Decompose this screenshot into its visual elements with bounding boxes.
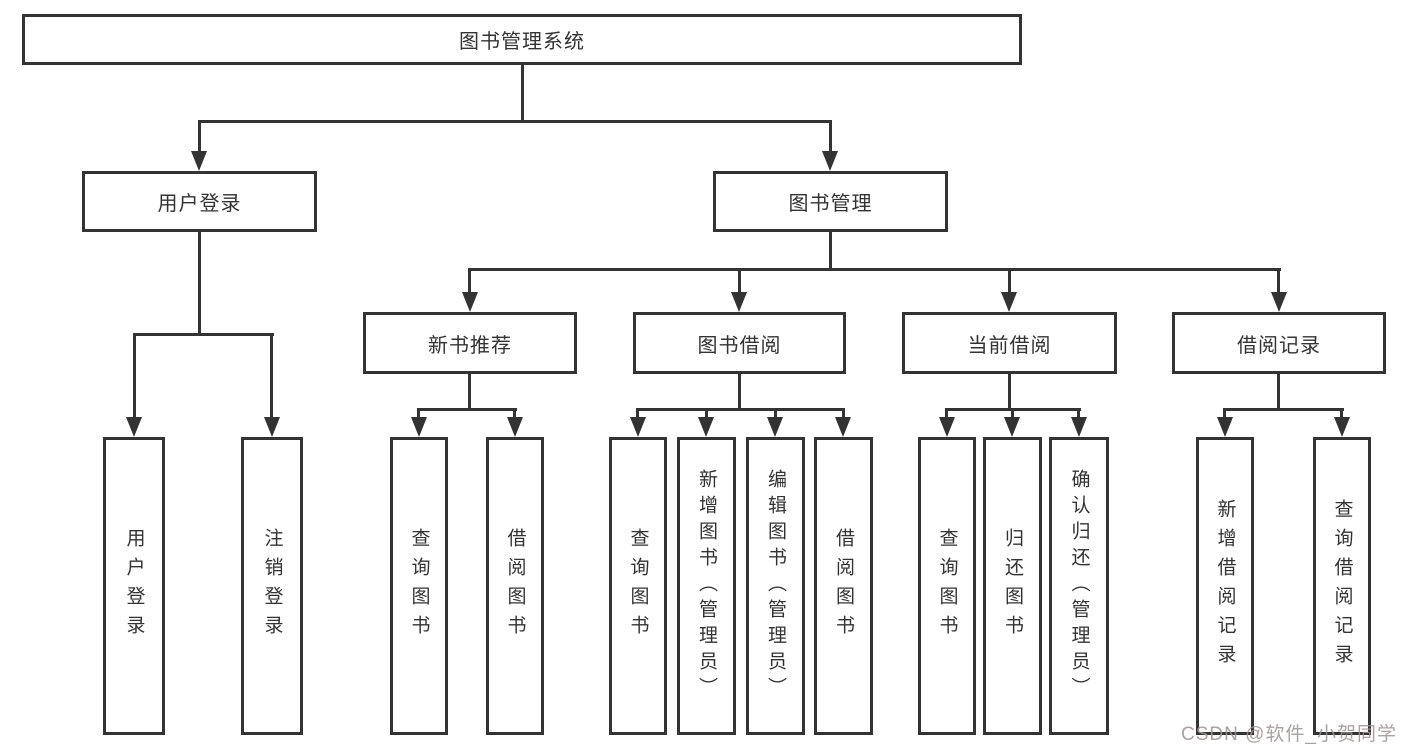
connector-line [636,408,639,419]
connector-line [417,408,517,411]
connector-line [842,408,845,419]
connector-line [468,268,1281,271]
node-new-book-recommend: 新书推荐 [363,312,577,374]
connector-line [945,408,948,419]
connector-line [270,333,273,419]
arrow-down-icon [822,151,838,171]
arrow-down-icon [126,417,142,437]
arrow-down-icon [191,151,207,171]
connector-line [829,232,832,270]
connector-line [774,408,777,419]
node-user-login: 用户登录 [82,171,317,232]
leaf-logout: 注销登录 [241,437,303,735]
connector-line [1011,408,1014,419]
leaf-confirm-return-admin: 确认归还（管理员） [1049,437,1109,735]
arrow-down-icon [1071,417,1087,437]
leaf-user-login: 用户登录 [103,437,165,735]
node-book-management: 图书管理 [713,171,948,232]
arrow-down-icon [731,292,747,312]
connector-line [133,333,136,419]
connector-line [829,120,832,154]
leaf-edit-books-admin: 编辑图书（管理员） [746,437,805,735]
arrow-down-icon [462,292,478,312]
connector-line [636,408,845,411]
connector-line [738,374,741,410]
connector-line [521,64,524,123]
arrow-down-icon [264,417,280,437]
node-root: 图书管理系统 [22,14,1022,65]
leaf-query-books-recommend: 查询图书 [390,437,448,735]
arrow-down-icon [1217,417,1233,437]
csdn-watermark: CSDN @软件_小贺同学 [1181,724,1397,745]
leaf-query-books-current: 查询图书 [918,437,976,735]
connector-line [417,408,420,419]
leaf-add-borrow-record: 新增借阅记录 [1196,437,1254,735]
connector-line [1008,268,1011,294]
connector-line [513,408,516,419]
node-current-borrowing: 当前借阅 [902,312,1117,374]
connector-line [198,120,201,154]
connector-line [198,232,201,335]
arrow-down-icon [1271,292,1287,312]
node-book-borrowing: 图书借阅 [633,312,846,374]
connector-line [1277,374,1280,410]
leaf-query-borrow-record: 查询借阅记录 [1313,437,1371,735]
connector-line [133,333,274,336]
connector-line [738,268,741,294]
connector-line [705,408,708,419]
arrow-down-icon [1004,417,1020,437]
connector-line [1223,408,1344,411]
node-borrowing-records: 借阅记录 [1172,312,1386,374]
arrow-down-icon [507,417,523,437]
connector-line [1277,268,1280,294]
connector-line [1223,408,1226,419]
leaf-borrow-books-recommend: 借阅图书 [486,437,544,735]
connector-line [1340,408,1343,419]
connector-line [1077,408,1080,419]
arrow-down-icon [630,417,646,437]
arrow-down-icon [1334,417,1350,437]
connector-line [198,120,832,123]
connector-line [468,268,471,294]
leaf-return-books: 归还图书 [983,437,1042,735]
leaf-query-books-borrowing: 查询图书 [609,437,667,735]
arrow-down-icon [767,417,783,437]
arrow-down-icon [698,417,714,437]
connector-line [1008,374,1011,410]
arrow-down-icon [411,417,427,437]
arrow-down-icon [1001,292,1017,312]
connector-line [468,374,471,410]
arrow-down-icon [835,417,851,437]
leaf-add-books-admin: 新增图书（管理员） [677,437,736,735]
arrow-down-icon [939,417,955,437]
leaf-borrow-books: 借阅图书 [814,437,873,735]
